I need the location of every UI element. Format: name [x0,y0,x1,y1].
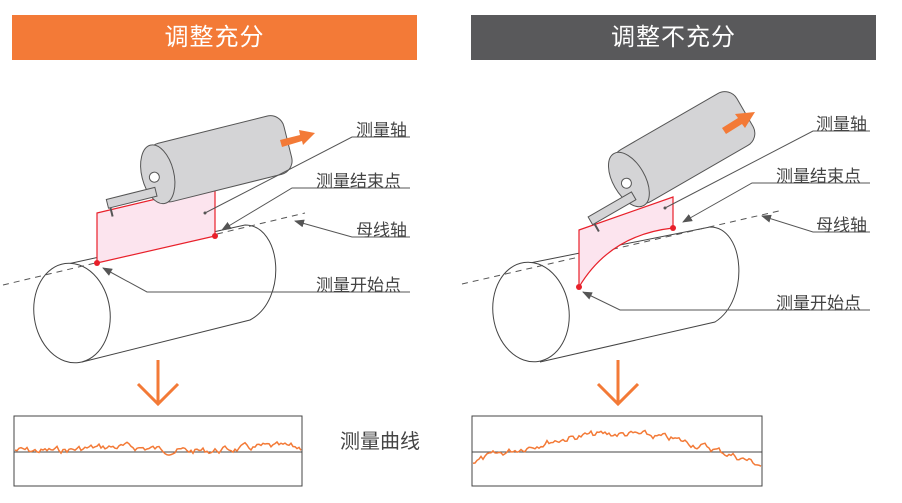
leader-end-left [221,187,410,231]
down-arrow-left-icon [136,360,180,407]
label-generatrix-left: 母线轴 [356,221,407,241]
leader-axis-right [664,130,870,209]
measure-plane-right [576,196,676,290]
end-point-dot [670,225,676,231]
label-generatrix-right: 母线轴 [816,216,867,236]
workpiece-cylinder-right [492,226,740,363]
probe-right [587,91,756,232]
start-point-dot [94,260,100,266]
header-adjusted-well: 调整充分 [12,15,417,60]
leader-start-right [582,291,870,311]
label-end-point-left: 测量结束点 [316,172,401,192]
label-measure-axis-right: 测量轴 [816,115,867,135]
header-adjusted-poorly: 调整不充分 [471,15,876,60]
label-measure-curve: 测量曲线 [340,429,420,453]
label-measure-axis-left: 测量轴 [356,121,407,141]
profile-chart-right [471,415,763,487]
down-arrow-right-icon [596,360,640,407]
leader-generatrix-right [761,214,870,233]
leader-axis-left [204,136,410,214]
end-point-dot [212,233,218,239]
label-start-point-right: 测量开始点 [776,294,861,314]
leader-start-left [102,267,410,293]
move-arrow-left [280,130,315,147]
start-point-dot [576,284,582,290]
label-end-point-right: 测量结束点 [776,167,861,187]
label-start-point-left: 测量开始点 [316,276,401,296]
measure-plane-left [94,184,218,266]
move-arrow-right [722,112,755,134]
profile-chart-left [13,415,303,487]
leader-end-right [682,182,870,223]
leader-generatrix-left [294,219,410,238]
probe-left [105,115,293,217]
